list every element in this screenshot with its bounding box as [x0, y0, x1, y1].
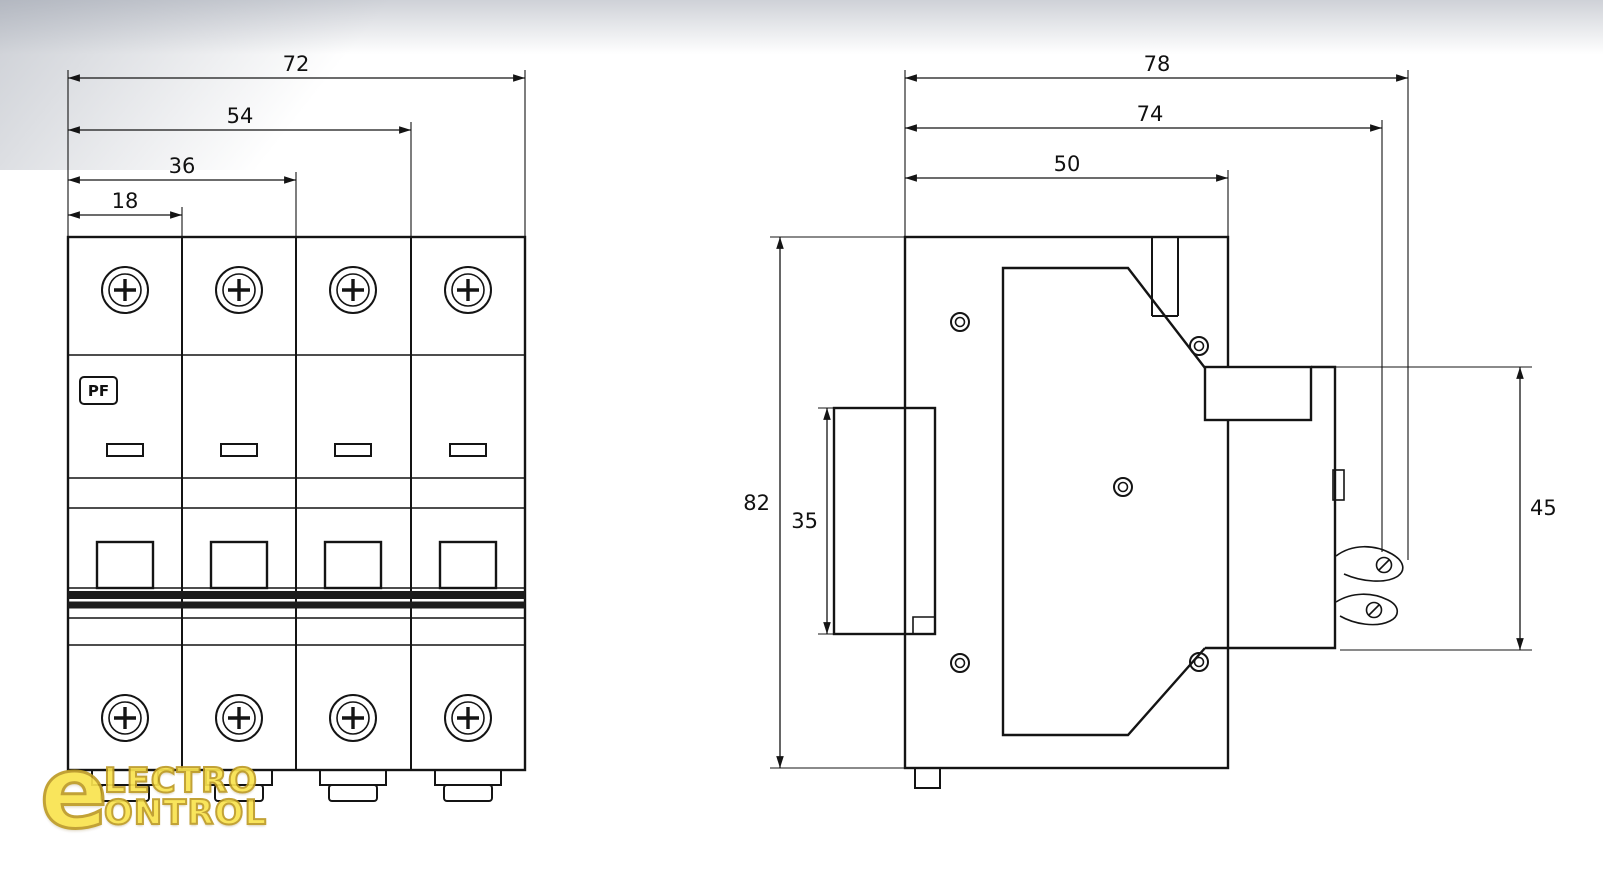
watermark-text: LECTRO ONTROL	[103, 757, 268, 833]
screw-icon	[101, 266, 149, 314]
indicator-window	[220, 443, 258, 457]
screw-icon	[444, 266, 492, 314]
handle-bar-band	[68, 601, 525, 609]
dim-label-54: 54	[227, 104, 254, 128]
case-outline	[1001, 266, 1206, 737]
din-clip	[832, 406, 937, 636]
dim-label-36: 36	[169, 154, 196, 178]
toggle-front	[438, 540, 498, 590]
dim-18: 18	[68, 189, 182, 219]
din-clip-notch	[912, 616, 935, 634]
center-rivet	[1113, 477, 1133, 497]
front-view: PF	[66, 52, 527, 802]
electro-control-watermark: e LECTRO ONTROL	[39, 734, 268, 851]
rivet	[950, 653, 970, 673]
screw-icon	[101, 694, 149, 742]
toggle-front	[95, 540, 155, 590]
dim-label-18: 18	[112, 189, 139, 213]
dim-35: 35	[791, 407, 836, 635]
screw-icon	[329, 694, 377, 742]
screw-icon	[444, 694, 492, 742]
dim-label-45: 45	[1530, 496, 1557, 520]
indicator-window	[106, 443, 144, 457]
dim-50: 50	[905, 152, 1228, 182]
terminal-claw-lower	[1335, 593, 1399, 626]
dim-82: 82	[743, 236, 905, 769]
rivet	[1189, 652, 1209, 672]
terminal-claw-upper	[1335, 545, 1404, 582]
front-dimensions: 72 54 36 18	[67, 52, 526, 237]
toggle-front	[323, 540, 383, 590]
dim-74: 74	[905, 102, 1382, 132]
pf-label: PF	[88, 382, 109, 400]
bottom-clip	[205, 769, 273, 802]
screw-icon	[215, 266, 263, 314]
side-body-outline	[903, 235, 1230, 770]
indicator-window	[449, 443, 487, 457]
dim-label-74: 74	[1137, 102, 1164, 126]
bottom-clip	[434, 769, 502, 802]
screw-icon	[215, 694, 263, 742]
dim-label-50: 50	[1054, 152, 1081, 176]
handle-bar-band	[68, 591, 525, 599]
bottom-clip	[319, 769, 387, 802]
toggle-side	[1203, 365, 1313, 422]
indicator-window	[334, 443, 372, 457]
dim-78: 78	[905, 52, 1408, 82]
side-view: 78 74 50 82	[743, 52, 1557, 789]
dim-label-82: 82	[743, 491, 770, 515]
dim-45: 45	[1313, 366, 1557, 651]
rivet	[1189, 336, 1209, 356]
toggle-front	[209, 540, 269, 590]
dim-54: 54	[68, 104, 411, 134]
front-face-tab	[1332, 469, 1345, 501]
bottom-foot	[914, 767, 941, 789]
dim-36: 36	[68, 154, 296, 184]
pf-marking: PF	[79, 376, 118, 405]
dim-label-78: 78	[1144, 52, 1171, 76]
dim-label-35: 35	[791, 509, 818, 533]
screw-icon	[329, 266, 377, 314]
dim-72: 72	[68, 52, 525, 82]
dim-label-72: 72	[283, 52, 310, 76]
rivet	[950, 312, 970, 332]
watermark-big-letter: e	[39, 734, 110, 851]
watermark-line1: LECTRO	[103, 760, 258, 801]
watermark-line2: ONTROL	[103, 793, 268, 833]
side-dimensions: 78 74 50 82	[743, 52, 1557, 769]
bottom-clip	[91, 769, 159, 802]
